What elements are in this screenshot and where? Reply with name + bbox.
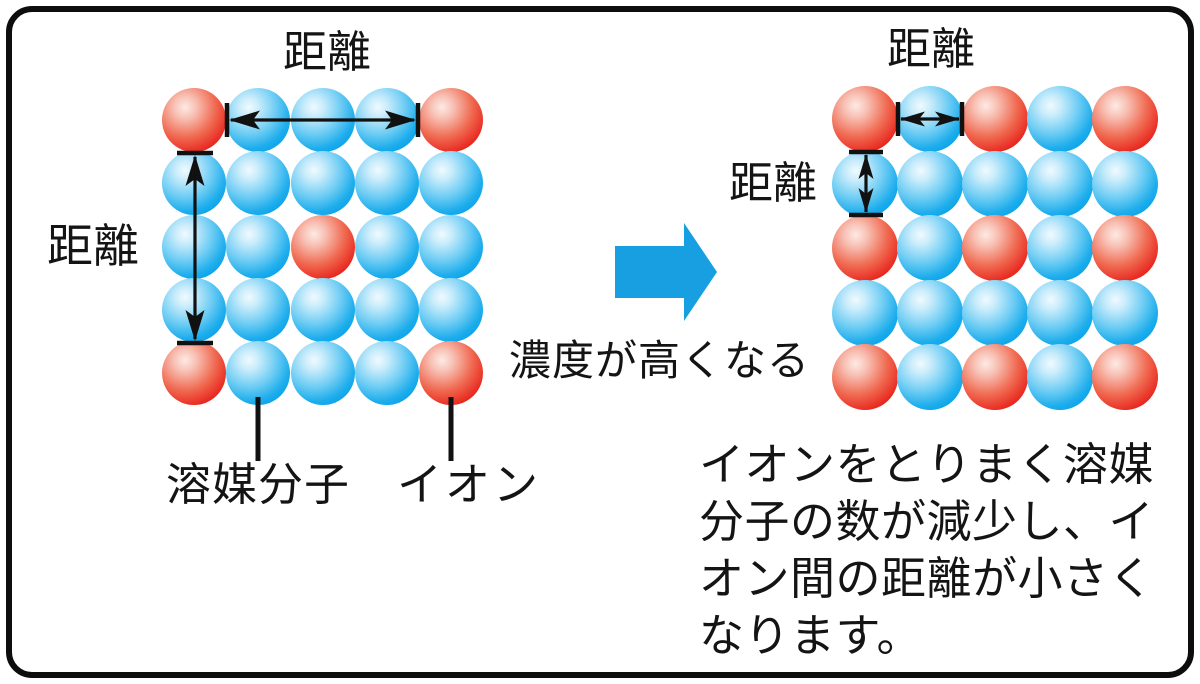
right-vertical-distance-arrow (849, 149, 883, 218)
caption-line: なります。 (699, 610, 923, 661)
ion-sphere (162, 341, 226, 406)
ion-sphere (1092, 86, 1158, 152)
left-vertical-distance-arrow (177, 150, 213, 346)
solvent-sphere (290, 151, 355, 216)
ion-label: イオン (397, 459, 542, 510)
solvent-sphere (1027, 150, 1093, 217)
solvent-sphere (290, 341, 355, 406)
solvent-sphere (962, 279, 1028, 346)
ion-sphere (419, 341, 483, 406)
solvent-sphere (897, 215, 963, 281)
caption-line: イオンをとりまく溶媒 (699, 439, 1155, 490)
distance-label-top-left: 距離 (283, 28, 371, 77)
solvent-sphere (897, 344, 963, 410)
solvent-sphere (419, 277, 483, 342)
ion-sphere (290, 214, 355, 279)
ion-sphere (832, 86, 898, 152)
solvent-sphere (1027, 344, 1093, 410)
ion-sphere (962, 215, 1028, 281)
solvent-sphere (226, 341, 291, 406)
distance-label-top-right: 距離 (887, 25, 975, 74)
solvent-sphere (226, 151, 291, 216)
solvent-sphere (1092, 279, 1158, 346)
distance-label-right-side: 距離 (729, 159, 817, 208)
solvent-molecule-label: 溶媒分子 (166, 459, 351, 510)
solvent-sphere (354, 277, 419, 342)
solvent-sphere (1092, 150, 1158, 217)
ion-sphere (832, 215, 898, 281)
solvent-sphere (419, 214, 483, 279)
solvent-sphere (1027, 86, 1093, 152)
solvent-sphere (897, 150, 963, 217)
solvent-sphere (290, 277, 355, 342)
distance-label-left-side: 距離 (47, 220, 139, 272)
ion-sphere (1092, 215, 1158, 281)
ion-sphere (1092, 344, 1158, 410)
ion-sphere (419, 88, 483, 152)
solvent-sphere (354, 341, 419, 406)
ion-sphere (162, 88, 226, 152)
solvent-sphere (1027, 215, 1093, 281)
solvent-sphere (832, 279, 898, 346)
caption-line: オン間の距離が小さく (699, 553, 1155, 604)
right-horizontal-distance-arrow (895, 102, 965, 136)
solvent-sphere (226, 277, 291, 342)
caption-text: イオンをとりまく溶媒 分子の数が減少し、イ オン間の距離が小さく なります。 (699, 436, 1154, 664)
solvent-sphere (354, 214, 419, 279)
solvent-sphere (1027, 279, 1093, 346)
left-horizontal-distance-arrow (224, 103, 421, 137)
solvent-sphere (354, 151, 419, 216)
ion-sphere (962, 344, 1028, 410)
transition-arrow-icon (615, 223, 717, 321)
solvent-sphere (897, 279, 963, 346)
ion-sphere (832, 344, 898, 410)
caption-line: 分子の数が減少し、イ (699, 496, 1155, 547)
solvent-sphere (419, 151, 483, 216)
ion-sphere (962, 86, 1028, 152)
transition-label: 濃度が高くなる (509, 337, 811, 384)
solvent-sphere (962, 150, 1028, 217)
solvent-sphere (226, 214, 291, 279)
